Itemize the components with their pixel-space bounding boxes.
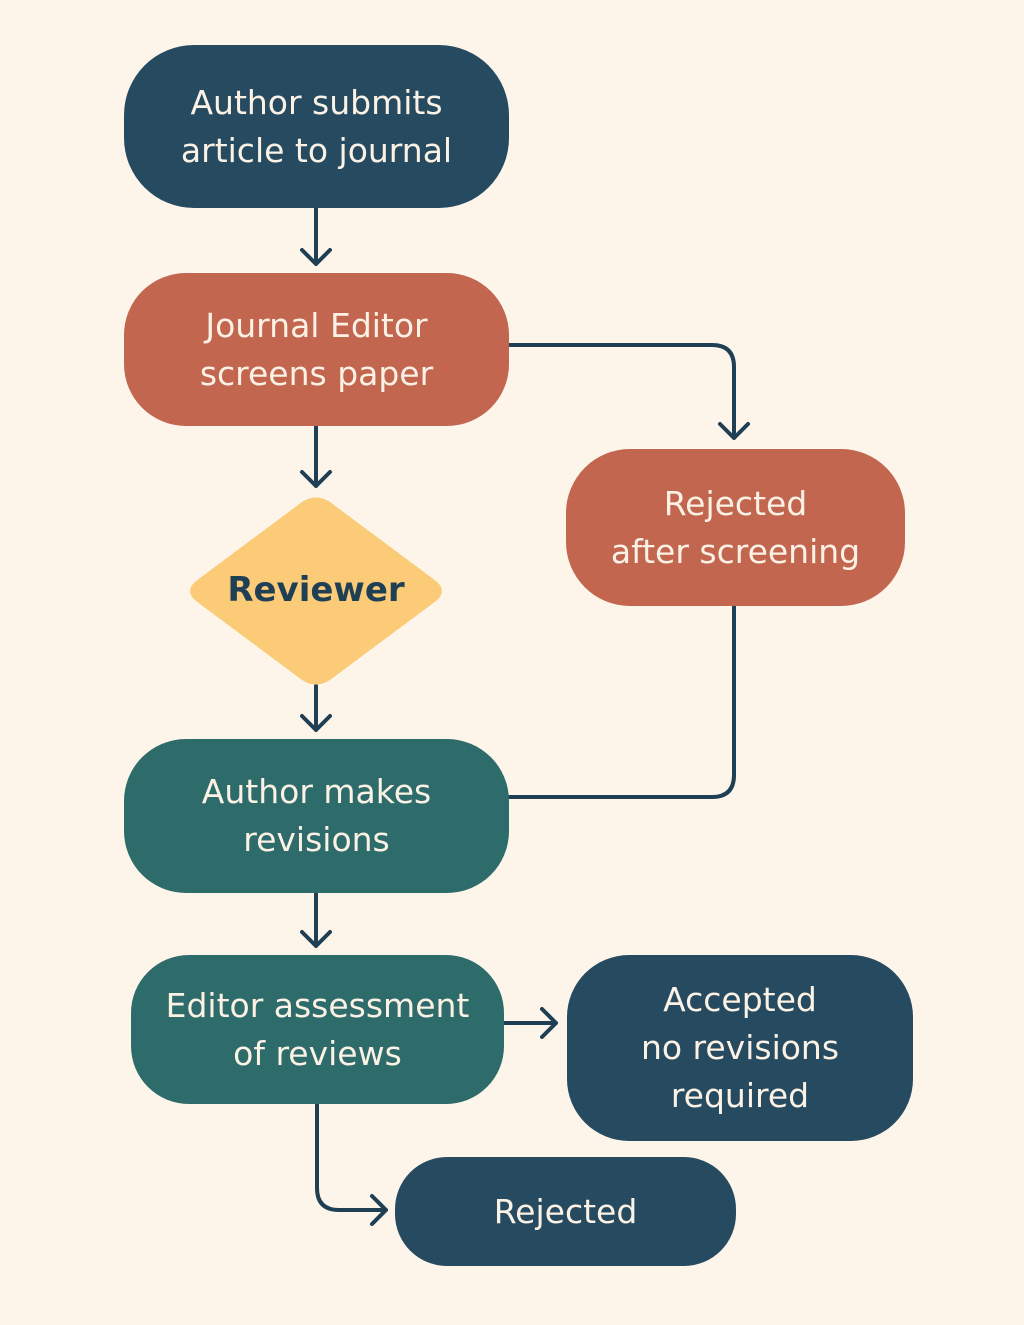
node-label: Editor assessment of reviews [165,985,470,1073]
edge-rejected-screening-to-revisions [507,604,736,799]
node-author-submits: Author submits article to journal [124,45,509,208]
edge-revisions-to-assessment [300,891,332,948]
node-label: Rejected after screening [610,483,861,571]
node-rejected: Rejected [395,1157,736,1266]
edge-submit-to-screen [300,206,332,266]
node-accepted: Accepted no revisions required [567,955,913,1141]
node-editor-screens: Journal Editor screens paper [124,273,509,426]
node-label: Author submits article to journal [180,82,453,170]
node-rejected-after-screening: Rejected after screening [566,449,905,606]
edge-screen-to-reviewer [300,424,332,488]
node-label: Rejected [493,1191,638,1231]
edge-assessment-to-accepted [502,1007,558,1039]
node-label: Author makes revisions [201,772,432,859]
node-author-revisions: Author makes revisions [124,739,509,893]
node-label: Accepted no revisions required [640,980,840,1115]
edge-assessment-to-rejected [315,1102,388,1226]
node-reviewer-label: Reviewer [227,570,405,610]
node-label: Journal Editor screens paper [199,305,434,393]
node-editor-assessment: Editor assessment of reviews [131,955,504,1104]
edge-screen-to-rejected-screening [507,343,750,440]
node-reviewer-diamond [190,497,442,685]
edge-reviewer-to-revisions [300,684,332,732]
